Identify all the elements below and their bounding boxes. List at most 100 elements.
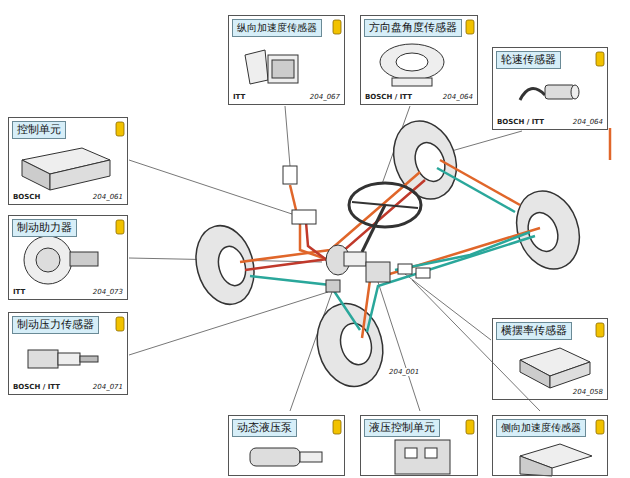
yellow-icon (466, 20, 474, 34)
part-panel: 液压控制单元 (360, 415, 478, 476)
component (398, 264, 412, 274)
part-picture (300, 452, 322, 462)
component (283, 166, 297, 184)
component (344, 252, 366, 266)
part-picture (58, 353, 80, 365)
component (416, 268, 430, 278)
part-picture (571, 85, 579, 99)
part-title: 轮速传感器 (496, 51, 561, 69)
part-picture (405, 448, 417, 458)
part-title: 纵向加速度传感器 (232, 19, 322, 37)
brake-line (437, 168, 515, 212)
component (283, 166, 430, 292)
brake-line (240, 128, 610, 338)
maker-name: BOSCH / ITT (365, 93, 412, 102)
part-panel: 纵向加速度传感器 ITT 204_067 (228, 15, 345, 105)
yellow-icon (116, 317, 124, 331)
part-number: 204_067 (310, 93, 340, 102)
part-title: 液压控制单元 (364, 419, 440, 437)
part-title: 方向盘角度传感器 (364, 19, 462, 37)
steering-wheel (352, 202, 418, 208)
maker-name: BOSCH / ITT (497, 118, 544, 127)
part-picture (80, 356, 98, 362)
part-number: 204_061 (93, 193, 123, 202)
part-picture (70, 252, 98, 266)
part-picture (22, 160, 50, 190)
part-number: 204_058 (573, 388, 603, 397)
yellow-icon (116, 220, 124, 234)
part-picture (22, 44, 592, 476)
leader-line (129, 106, 540, 411)
steering-wheel (349, 183, 421, 252)
part-title: 制动助力器 (12, 219, 77, 237)
maker-name: ITT (13, 288, 25, 297)
part-title: 制动压力传感器 (12, 316, 99, 334)
yellow-icon (596, 52, 604, 66)
maker-name: BOSCH / ITT (13, 383, 60, 392)
part-panel: 制动压力传感器 BOSCH / ITT 204_071 (8, 312, 128, 395)
leader-line (405, 274, 491, 340)
part-picture (250, 448, 300, 466)
part-title: 侧向加速度传感器 (496, 419, 586, 437)
part-number: 204_071 (93, 383, 123, 392)
brake-line (395, 232, 530, 270)
wheel (188, 112, 590, 394)
part-picture (268, 55, 298, 83)
steering-wheel (362, 205, 385, 252)
part-title: 横摆率传感器 (496, 322, 572, 340)
steering-wheel (349, 183, 421, 227)
part-title: 控制单元 (12, 121, 66, 139)
wheel (188, 219, 263, 311)
wheel (308, 296, 392, 394)
part-panel: 控制单元 BOSCH 204_061 (8, 117, 128, 205)
part-panel: 制动助力器 ITT 204_073 (8, 215, 128, 300)
leader-line (412, 280, 540, 411)
part-panel: 动态液压泵 (228, 415, 345, 476)
wheel (214, 243, 249, 288)
part-picture (24, 236, 72, 284)
brake-line (290, 185, 296, 210)
wheel (336, 320, 376, 368)
leader-line (285, 106, 290, 166)
part-picture (245, 50, 268, 84)
part-picture (396, 53, 428, 71)
component (326, 280, 340, 292)
part-panel: 方向盘角度传感器 BOSCH / ITT 204_064 (360, 15, 478, 105)
part-number: 204_064 (573, 118, 603, 127)
part-picture (520, 360, 550, 388)
part-title: 动态液压泵 (232, 419, 297, 437)
part-picture (28, 350, 58, 368)
part-picture (520, 456, 552, 476)
part-picture (272, 60, 294, 78)
part-panel: 侧向加速度传感器 (492, 415, 608, 476)
part-picture (395, 440, 450, 474)
part-picture (392, 78, 432, 86)
wheel (506, 182, 590, 278)
yellow-icon (116, 122, 124, 136)
part-number: 204_073 (93, 288, 123, 297)
part-picture (50, 160, 110, 190)
maker-name: ITT (233, 93, 245, 102)
part-picture (550, 362, 590, 388)
component (292, 210, 316, 224)
yellow-icon (333, 420, 341, 434)
brake-line (440, 160, 520, 205)
leader-line (129, 160, 298, 216)
part-picture (380, 44, 444, 80)
brake-line (250, 276, 360, 330)
part-picture (36, 248, 60, 272)
part-number: 204_064 (443, 93, 473, 102)
figure-number: 204_001 (388, 368, 420, 376)
yellow-icon (466, 420, 474, 434)
yellow-icon (333, 20, 341, 34)
part-picture (425, 448, 437, 458)
leader-line (378, 282, 420, 411)
yellow-icon (596, 420, 604, 434)
part-panel: 横摆率传感器 204_058 (492, 318, 608, 400)
brake-line (609, 128, 612, 160)
part-picture (520, 89, 545, 100)
part-panel: 轮速传感器 BOSCH / ITT 204_064 (492, 47, 608, 130)
maker-name: BOSCH (13, 193, 40, 202)
